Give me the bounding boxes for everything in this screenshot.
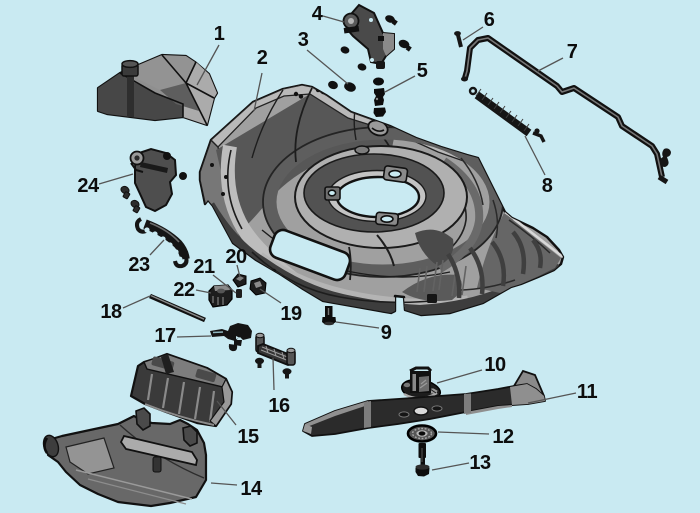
svg-text:7: 7 <box>567 41 578 63</box>
svg-text:15: 15 <box>237 426 259 448</box>
svg-text:8: 8 <box>542 175 553 197</box>
svg-text:10: 10 <box>484 354 506 376</box>
svg-text:4: 4 <box>312 3 324 25</box>
svg-text:24: 24 <box>77 175 100 197</box>
svg-text:3: 3 <box>298 29 309 51</box>
svg-text:2: 2 <box>257 47 268 69</box>
svg-text:21: 21 <box>193 256 215 278</box>
svg-text:9: 9 <box>381 322 392 344</box>
svg-text:20: 20 <box>225 246 247 268</box>
svg-text:18: 18 <box>100 301 122 323</box>
svg-text:1: 1 <box>214 23 225 45</box>
svg-text:17: 17 <box>154 325 176 347</box>
svg-text:23: 23 <box>128 254 150 276</box>
svg-text:6: 6 <box>484 9 495 31</box>
svg-text:13: 13 <box>469 452 491 474</box>
svg-text:22: 22 <box>173 279 195 301</box>
svg-text:19: 19 <box>280 303 302 325</box>
svg-text:12: 12 <box>492 426 514 448</box>
svg-text:14: 14 <box>240 478 263 500</box>
svg-text:16: 16 <box>268 395 290 417</box>
svg-text:11: 11 <box>577 381 598 403</box>
svg-text:5: 5 <box>417 60 428 82</box>
